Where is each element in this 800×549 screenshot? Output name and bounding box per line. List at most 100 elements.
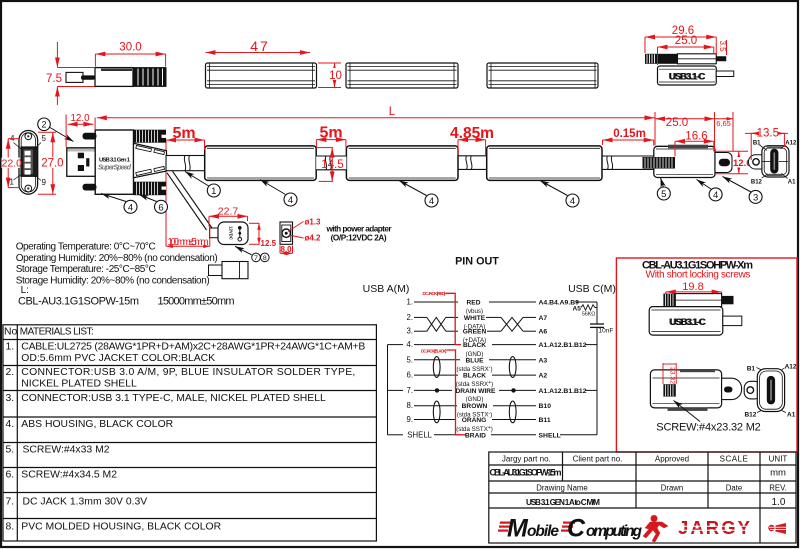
svg-text:A1: A1 — [787, 412, 796, 419]
svg-text:4: 4 — [128, 202, 133, 213]
svg-text:OD:5.6mm PVC JACKET COLOR:BLA: OD:5.6mm PVC JACKET COLOR:BLACK — [21, 353, 215, 364]
svg-text:1: 1 — [211, 186, 216, 197]
svg-text:L: L — [389, 106, 396, 118]
svg-text:USB3.1-C: USB3.1-C — [668, 72, 704, 83]
svg-text:B1: B1 — [753, 141, 761, 147]
svg-text:14.5: 14.5 — [321, 159, 343, 171]
svg-text:Date: Date — [726, 483, 742, 492]
svg-text:DC JACK 1.3mm 30V 0.3V: DC JACK 1.3mm 30V 0.3V — [23, 497, 148, 508]
svg-text:12.5: 12.5 — [261, 239, 277, 248]
svg-text:10: 10 — [329, 70, 342, 82]
svg-text:9.: 9. — [406, 415, 413, 424]
svg-text:19.8: 19.8 — [682, 281, 703, 293]
svg-text:mm: mm — [770, 468, 786, 479]
svg-text:1.0: 1.0 — [772, 497, 786, 508]
svg-text:(-DATA): (-DATA) — [464, 323, 486, 330]
svg-text:Operating Humidity: 20%~80% (n: Operating Humidity: 20%~80% (no condensa… — [16, 253, 218, 264]
svg-text:12.0: 12.0 — [70, 113, 90, 124]
svg-text:A6: A6 — [539, 329, 548, 336]
svg-text:JARGY: JARGY — [678, 517, 752, 538]
svg-text:A2: A2 — [539, 373, 548, 380]
svg-text:7.: 7. — [406, 386, 413, 395]
svg-text:USB 3.1 Gen 1: USB 3.1 Gen 1 — [99, 158, 131, 164]
svg-text:L:: L: — [21, 285, 29, 296]
svg-text:Approved: Approved — [655, 454, 689, 463]
svg-text:12.6: 12.6 — [733, 158, 752, 169]
svg-text:obile: obile — [527, 523, 559, 540]
svg-text:PIN OUT: PIN OUT — [455, 256, 499, 268]
svg-text:25.0: 25.0 — [666, 117, 688, 129]
svg-text:5: 5 — [661, 189, 666, 200]
svg-text:7: 7 — [254, 255, 258, 262]
svg-text:B12: B12 — [751, 179, 763, 185]
svg-text:UNIT: UNIT — [769, 454, 788, 463]
svg-text:(stda SSTX+): (stda SSTX+) — [456, 425, 493, 433]
svg-text:4: 4 — [713, 190, 718, 201]
svg-text:4.: 4. — [406, 340, 413, 349]
svg-text:USB3.1-C: USB3.1-C — [669, 317, 705, 328]
svg-text:27.0: 27.0 — [41, 157, 63, 169]
svg-text:USB C(M): USB C(M) — [568, 283, 616, 295]
svg-text:4.: 4. — [6, 419, 15, 430]
svg-text:(stda SSTX-): (stda SSTX-) — [457, 411, 492, 419]
svg-text:SCALE: SCALE — [720, 455, 749, 464]
svg-text:8.0: 8.0 — [280, 245, 292, 254]
svg-text:(GND): (GND) — [466, 396, 484, 403]
svg-text:23.32: 23.32 — [669, 367, 676, 384]
svg-text:8: 8 — [263, 255, 267, 262]
svg-text:M: M — [507, 515, 529, 543]
svg-text:No: No — [4, 326, 18, 337]
svg-text:(stda SSRX+): (stda SSRX+) — [456, 380, 493, 388]
svg-text:BLACK: BLACK — [463, 342, 486, 349]
svg-text:Jargy part no.: Jargy part no. — [502, 454, 551, 463]
svg-text:CBL-AU3.1G1SOPW-15m: CBL-AU3.1G1SOPW-15m — [490, 467, 562, 477]
svg-text:SCREW:#4x34.5 M2: SCREW:#4x34.5 M2 — [21, 470, 117, 481]
svg-text:25.0: 25.0 — [675, 35, 697, 47]
svg-text:30.0: 30.0 — [119, 42, 141, 54]
svg-text:3: 3 — [753, 192, 758, 203]
svg-text:4: 4 — [429, 196, 434, 207]
svg-text:NICKEL PLATED SHELL: NICKEL PLATED SHELL — [21, 378, 137, 389]
svg-text:CABLE:UL2725 (28AWG*1PR+D+AM)x: CABLE:UL2725 (28AWG*1PR+D+AM)x2C+28AWG*1… — [21, 342, 365, 353]
svg-text:Client part no.: Client part no. — [573, 454, 623, 463]
svg-text:5.: 5. — [406, 355, 413, 364]
svg-text:100mm±5mm: 100mm±5mm — [168, 237, 209, 248]
svg-text:CONNECTOR:USB 3.1 TYPE-C, MALE: CONNECTOR:USB 3.1 TYPE-C, MALE, NICKEL P… — [21, 393, 326, 404]
svg-text:5m: 5m — [172, 125, 195, 142]
svg-text:(GND): (GND) — [466, 351, 484, 358]
svg-text:1.: 1. — [406, 298, 413, 307]
svg-text:6.: 6. — [406, 371, 413, 380]
svg-text:8.: 8. — [6, 522, 15, 533]
svg-text:GREEN: GREEN — [463, 329, 487, 336]
svg-text:Drawing Name: Drawing Name — [536, 483, 588, 492]
svg-text:B1: B1 — [747, 366, 756, 373]
svg-text:6,65: 6,65 — [716, 119, 731, 128]
svg-text:22.0: 22.0 — [2, 157, 23, 169]
svg-text:8.: 8. — [406, 401, 413, 410]
svg-text:DC JACK (RED): DC JACK (RED) — [423, 291, 447, 296]
svg-text:A12: A12 — [785, 141, 797, 147]
svg-text:DRAIN WIRE: DRAIN WIRE — [456, 388, 497, 395]
svg-text:13.5: 13.5 — [757, 128, 779, 140]
svg-text:PVC MOLDED HOUSING, BLACK COLO: PVC MOLDED HOUSING, BLACK COLOR — [21, 522, 221, 533]
svg-text:ORANG: ORANG — [462, 417, 487, 424]
svg-text:2: 2 — [41, 120, 46, 130]
svg-text:A5: A5 — [573, 306, 582, 313]
svg-text:USB 3.1 GEN 1 A to C M/M: USB 3.1 GEN 1 A to C M/M — [526, 498, 600, 507]
svg-text:A12: A12 — [785, 364, 797, 371]
svg-text:MATERIALS LIST:: MATERIALS LIST: — [20, 327, 94, 338]
svg-text:USB3.1-C: USB3.1-C — [670, 317, 706, 328]
svg-text:5: 5 — [42, 134, 47, 143]
svg-text:B11: B11 — [539, 417, 551, 424]
svg-text:B12: B12 — [744, 412, 756, 419]
svg-text:A1: A1 — [788, 179, 796, 185]
svg-text:6.: 6. — [6, 470, 15, 481]
svg-text:A1.A12.B1.B12: A1.A12.B1.B12 — [539, 388, 587, 395]
svg-text:A7: A7 — [539, 315, 548, 322]
svg-text:5m: 5m — [319, 125, 342, 142]
svg-text:omputing: omputing — [586, 523, 643, 540]
svg-text:7.: 7. — [6, 497, 15, 508]
svg-text:CBL-AU3.1G1SOHPW-Xm: CBL-AU3.1G1SOHPW-Xm — [642, 259, 753, 271]
svg-text:Operating Temperature: 0°C~70°: Operating Temperature: 0°C~70°C — [16, 242, 156, 253]
svg-text:RED: RED — [467, 300, 481, 307]
